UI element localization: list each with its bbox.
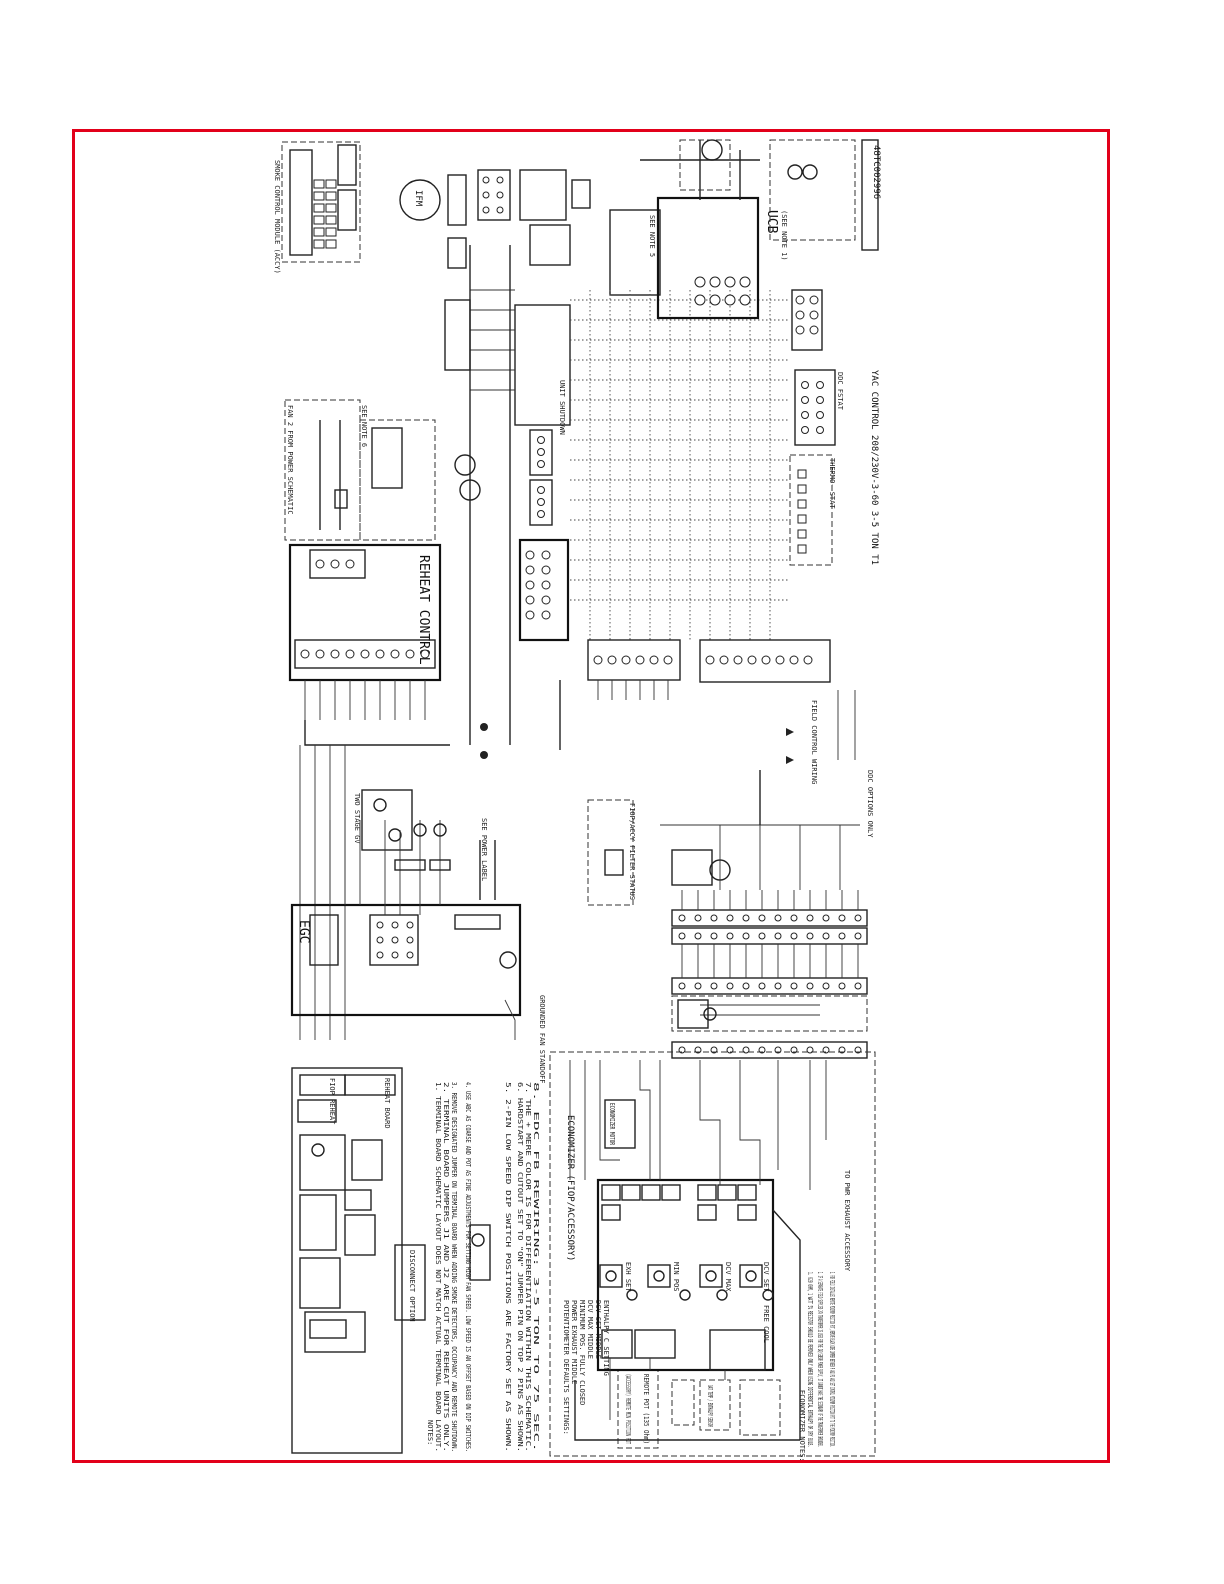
unit-shutdown-label: UNIT SHUTDOWN [558,380,566,435]
upper-dotted-wiring [570,290,790,640]
econ-notes-title: ECONOMIZER NOTES: [798,1390,806,1462]
thermostat: THERMO- STAT [789,454,836,566]
note-4: 4. USE ABC AS COARSE AND POT AS FINE ADJ… [464,1082,472,1452]
pot-setting-1: POWER EXHAUST MIDDLE [570,1300,578,1384]
fiop-reheat-label: FIOP REHEAT [328,1078,336,1125]
two-stage-gv-label: TWO STAGE GV [353,793,361,844]
pot-setting-3: DCV MAX MIDDLE [586,1300,594,1359]
pwr-exhaust-label: TO PWR EXHAUST ACCESSORY [843,1170,851,1272]
see-note-5-label: SEE NOTE 5 [648,215,656,257]
ddc-fstat-label: DDC FSTAT [836,372,844,411]
diagram-title: YAC CONTROL 208/230V-3-60 3-5 TON T1 [869,370,879,565]
economizer-title: ECONOMIZER (FIOP/ACCESSORY) [565,1115,575,1261]
field-control-label: FIELD CONTROL WIRING [810,700,818,784]
reheat-board-label: REHEAT BOARD [383,1078,391,1129]
two-stage-gv: TWO STAGE GV [353,789,413,851]
title-block: YAC CONTROL 208/230V-3-60 3-5 TON T1 48T… [861,139,881,565]
pl1-connector [477,169,591,221]
see-note-6-label: SEE NOTE 6 [360,405,368,447]
upper-terminal-strip [587,639,681,700]
ucb-note: (SEE NOTE 1) [780,210,788,261]
note-3: 3. REMOVE DESIGNATED JUMPER ON TERMINAL … [450,1082,458,1452]
ucb-side-connectors [769,139,856,351]
oat-sensor-label: OAT TEMP / ENTHALPY SENSOR [706,1385,714,1427]
smoke-control-module: SMOKE CONTROL MODULE (ACCY) [273,141,361,274]
economizer-section: ECONOMIZER (FIOP/ACCESSORY) POTENTIOMETE… [549,1051,876,1462]
economizer-motor-label: ECONOMIZER MOTOR [608,1103,616,1145]
pot-setting-2: MINIMUM POS. FULLY CLOSED [578,1300,586,1405]
grounded-standoff-label: GROUNDED FAN STANDOFF [538,995,546,1084]
reheat-control-label: REHEAT CONTROL [416,555,431,665]
schematic-frame [72,129,1110,1463]
control-dcv-set: DCV SET [762,1262,770,1292]
remote-pot-value: REMOTE POT (135 Ohm) [642,1374,650,1444]
control-min-pos: MIN POS [672,1262,680,1292]
note-8: 8. EDC FB REWIRING: 3-5 TON TO 75 SEC. [532,1082,540,1452]
economizer-sensor-area [660,770,860,890]
ddc-fstat: DDC FSTAT [794,369,844,446]
note-5: 5. 2-PIN LOW SPEED DIP SWITCH POSITIONS … [504,1082,512,1452]
unit-shutdown-block: UNIT SHUTDOWN SEE NOTE 5 [470,209,661,435]
egc-board: EGC GROUNDED FAN STANDOFF [290,903,546,1084]
controller-top-terminals [601,1184,757,1221]
control-free-cool: FREE COOL [762,1305,770,1343]
controller-knobs [599,1264,774,1301]
filter-status-label: FIOP/ACCY FILTER STATUS [628,803,636,900]
drawing-number: 48TC002996 [871,145,881,199]
filter-status: FIOP/ACCY FILTER STATUS [587,799,636,906]
bus-lines [299,245,794,1040]
ifm-motor: IFM [399,174,467,269]
note-1: 1. TERMINAL BOARD SCHEMATIC LAYOUT DOES … [434,1082,442,1452]
see-power-label: SEE POWER LABEL [480,818,488,881]
control-exh-set: EXH SET [624,1262,632,1292]
disconnect-label: DISCONNECT OPTION [408,1250,416,1322]
note-7: 7. THE + MERE COLOR IS FOR DIFFERENTIATI… [524,1082,532,1452]
fan2-area: FAN 2 FROM POWER SCHEMATIC [284,399,361,541]
lower-upper-connectors [518,429,570,642]
ucb-board: UCB (SEE NOTE 1) [640,139,788,320]
econ-note-2: 2. IF A SEPARATE FIELD SUPPLIED 24V TRAN… [816,1272,824,1447]
controller-bottom-terminals [601,1329,766,1371]
note-2: 2. TERMINAL BOARD JUMPERS J1 AND J2 ARE … [442,1082,450,1452]
econ-note-3: 3. FOR FIELD INSTALLED REMOTE MINIMUM PO… [828,1272,836,1447]
fan2-label: FAN 2 FROM POWER SCHEMATIC [286,405,294,515]
ddc-options-label: DDC OPTIONS ONLY [866,770,874,838]
note-6: 6. HARDSTART AND CUTOUT SET TO "ON" JUMP… [516,1082,524,1452]
ddc-options: DDC OPTIONS ONLY [837,690,874,838]
egc-label: EGC [296,920,311,943]
j1-header [294,639,436,669]
egc-wiring: SEE POWER LABEL [329,810,496,915]
board-layout: FIOP REHEAT REHEAT BOARD DISCONNECT OPTI… [291,1067,426,1454]
ucb-label: UCB [764,210,779,234]
smoke-control-label: SMOKE CONTROL MODULE (ACCY) [273,160,281,274]
dip-switch-graphic [469,1224,491,1281]
pot-settings-title: POTENTIOMETER DEFAULTS SETTINGS: [562,1300,570,1435]
remote-pot-label: (ACCESSORY) REMOTE MIN POSITION POT [624,1374,632,1444]
two-position-damper [677,999,717,1029]
econ-note-1: 1. 620 OHM, 1 WATT 5% RESISTOR SHOULD BE… [806,1272,814,1447]
control-dcv-max: DCV MAX [724,1262,732,1292]
j2-header [309,549,366,579]
reheat-control-board: REHEAT CONTROL [288,543,442,720]
field-control-strip: FIELD CONTROL WIRING [699,639,831,784]
pl6-strips [671,890,868,1059]
notes-column: NOTES: 1. TERMINAL BOARD SCHEMATIC LAYOU… [426,1082,540,1452]
notes-title: NOTES: [426,1420,434,1445]
pot-setting-5: ENTHALPY C SETTING [602,1300,610,1376]
ifm-label: IFM [413,190,423,207]
middle-relay-section: SEE NOTE 6 [359,299,481,541]
thermostat-label: THERMO- STAT [828,458,836,509]
